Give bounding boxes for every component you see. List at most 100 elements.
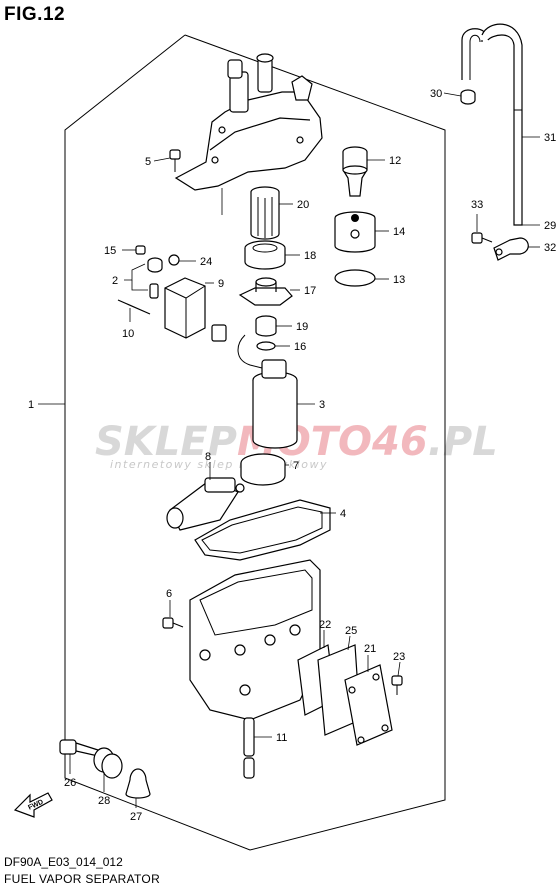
callout-2: 2 [112,263,148,291]
callout-1: 1 [28,399,65,411]
o-ring-13[interactable] [334,269,376,287]
pin-10[interactable] [117,299,151,315]
callout-16: 16 [275,341,306,353]
fuel-pump[interactable] [237,334,298,449]
svg-text:17: 17 [304,285,316,297]
callout-28: 28 [98,772,110,807]
part-2-upper[interactable] [147,257,163,273]
harness-connector[interactable] [211,324,227,342]
svg-text:25: 25 [345,625,357,637]
o-ring-16[interactable] [256,341,276,351]
callout-30: 30 [430,88,462,100]
assembly-boundary [64,34,446,851]
svg-text:5: 5 [145,156,151,168]
clip-30[interactable] [460,89,476,105]
svg-text:2: 2 [112,275,118,287]
bolt-26[interactable] [59,739,99,757]
svg-text:13: 13 [393,274,405,286]
grommet-28[interactable] [93,747,123,779]
svg-text:18: 18 [304,250,316,262]
svg-text:3: 3 [319,399,325,411]
svg-text:8: 8 [205,451,211,463]
svg-text:24: 24 [200,256,212,268]
callout-31: 31 [522,132,556,144]
callout-20: 20 [279,199,309,211]
bolt-15[interactable] [135,245,146,255]
svg-text:26: 26 [64,777,76,789]
vapor-hose[interactable] [461,23,523,226]
callout-27: 27 [130,798,142,823]
svg-text:15: 15 [104,245,116,257]
separator-cover[interactable] [174,53,323,215]
svg-text:4: 4 [340,508,346,520]
svg-text:30: 30 [430,88,442,100]
svg-text:33: 33 [471,199,483,211]
bolt-33[interactable] [471,232,493,244]
figure-code: DF90A_E03_014_012 [4,855,123,869]
part-2-lower[interactable] [149,283,159,299]
clamp-32[interactable] [493,237,529,261]
callout-4: 4 [320,508,346,520]
callout-21: 21 [364,643,376,672]
pipe-11[interactable] [243,717,255,779]
forward-arrow: FWD [13,792,53,818]
svg-text:23: 23 [393,651,405,663]
svg-text:6: 6 [166,588,172,600]
callout-17: 17 [290,285,316,297]
callout-13: 13 [375,274,405,286]
pump-connector-cover[interactable] [164,277,206,339]
screw-23[interactable] [391,675,403,695]
callout-32: 32 [528,242,556,254]
watermark-brand-right: .PL [428,419,498,465]
strainer[interactable] [166,477,245,531]
regulator-cap[interactable] [334,211,376,253]
collar-27[interactable] [125,768,151,799]
svg-text:16: 16 [294,341,306,353]
figure-name: FUEL VAPOR SEPARATOR [4,872,161,886]
callout-24: 24 [179,256,212,268]
pump-bracket[interactable] [238,277,293,306]
callout-5: 5 [145,156,171,168]
svg-text:22: 22 [319,619,331,631]
callout-14: 14 [375,226,405,238]
svg-text:28: 28 [98,795,110,807]
callout-29: 29 [522,220,556,232]
callout-11: 11 [254,732,287,744]
svg-text:20: 20 [297,199,309,211]
float-chamber[interactable] [189,559,321,721]
figure-title: FIG.12 [4,4,66,25]
filter-holder[interactable] [244,240,286,270]
svg-text:27: 27 [130,811,142,823]
svg-text:19: 19 [296,321,308,333]
callout-23: 23 [393,651,405,677]
callout-7: 7 [285,460,299,472]
svg-text:10: 10 [122,328,134,340]
bolt-5[interactable] [169,149,181,172]
cover-21[interactable] [344,664,393,746]
callout-8: 8 [205,451,211,480]
watermark-brand-left: SKLEP [95,419,237,465]
screw-24[interactable] [168,254,180,266]
pressure-regulator[interactable] [342,146,368,197]
gasket-4-inner [201,506,323,554]
callout-15: 15 [104,245,136,257]
svg-text:29: 29 [544,220,556,232]
callout-18: 18 [285,250,316,262]
callout-12: 12 [367,155,401,167]
gasket-4[interactable] [194,499,331,561]
svg-text:21: 21 [364,643,376,655]
pump-cushion[interactable] [240,453,286,486]
fuel-filter[interactable] [250,186,280,240]
callout-22: 22 [319,619,331,648]
callout-26: 26 [64,754,76,789]
grommet-19[interactable] [255,315,277,337]
callout-3: 3 [297,399,325,411]
svg-text:11: 11 [276,732,287,744]
callout-33: 33 [471,199,483,232]
svg-text:9: 9 [218,278,224,290]
bolt-6[interactable] [162,617,184,629]
callout-6: 6 [166,588,172,617]
callout-25: 25 [345,625,357,651]
callout-9: 9 [205,278,224,290]
